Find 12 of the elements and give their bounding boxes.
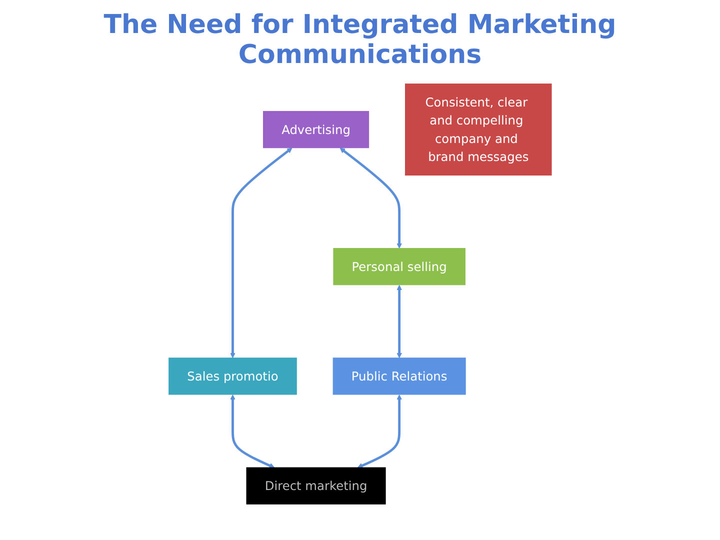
arrow <box>230 394 274 468</box>
arrow <box>230 148 292 358</box>
arrow <box>396 284 402 358</box>
title: The Need for Integrated Marketing Communications <box>102 10 618 70</box>
arrow <box>340 148 402 249</box>
node-box: Consistent, clear and compelling company and brand messages <box>404 84 552 176</box>
arrow <box>357 394 402 468</box>
node-box: Direct marketing <box>246 467 386 504</box>
node-box: Public Relations <box>332 358 466 395</box>
node-box: Advertising <box>262 110 369 148</box>
node-box: Sales promotio <box>168 358 297 395</box>
node-box: Personal selling <box>333 248 466 286</box>
